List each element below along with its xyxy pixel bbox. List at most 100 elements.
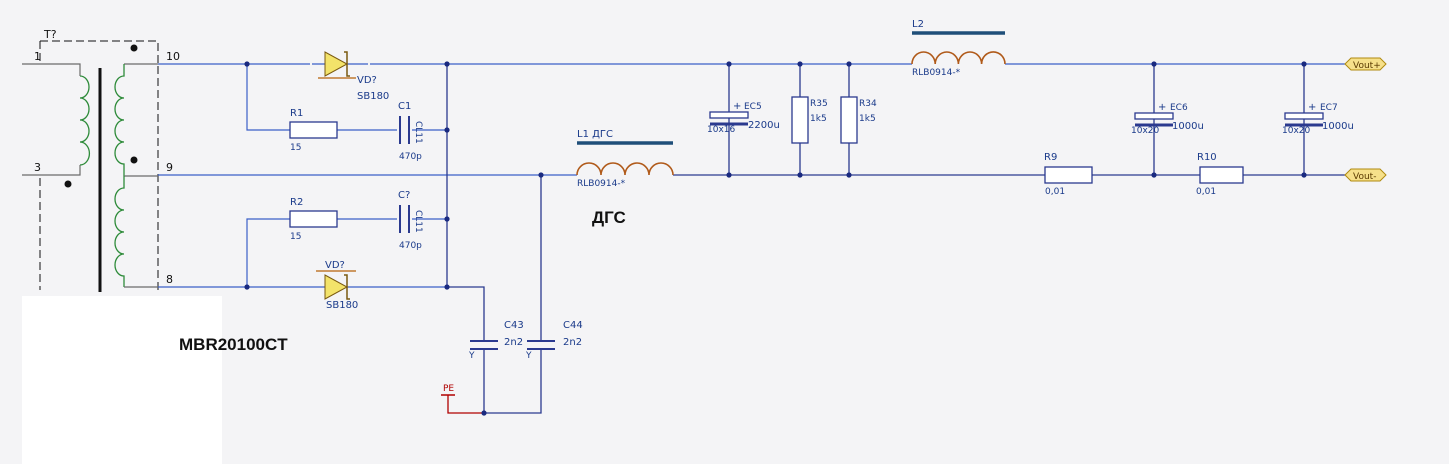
ecap-value: 1000u [1172,121,1204,132]
wire-snubber1-left [246,64,290,131]
capacitor-ec5: + EC5 10x16 2200u [707,101,780,135]
capacitor-c43: C43 2n2 Y [468,320,524,361]
capacitor-ec6: + EC6 10x20 1000u [1131,102,1204,136]
ecap-value: 2200u [748,120,780,131]
port-shape [1344,57,1387,71]
resistor-r34: R34 1k5 [840,96,877,144]
ecap-size: 10x20 [1282,126,1311,136]
pin-8: 8 [166,273,173,286]
resistor-value: 1k5 [859,114,876,124]
junction [244,61,250,67]
diode-part: SB180 [326,300,358,311]
ecap-plate-plus [709,111,749,119]
capacitor-type: CL11 [413,121,423,144]
inductor-coil [576,162,674,176]
junction [1301,61,1307,67]
capacitor-ref: C44 [563,320,583,331]
capacitor-type: Y [525,351,532,361]
ecap-plus-sign: + [1158,102,1166,113]
capacitor-value: 2n2 [563,337,582,348]
junction [1151,172,1157,178]
inductor-part: RLB0914-* [577,179,626,189]
junction [1301,172,1307,178]
resistor-value: 0,01 [1045,187,1065,197]
annotation-dgs: ДГС [592,208,626,227]
inductor-coil [911,51,1006,65]
pin-10: 10 [166,50,180,63]
junction [444,216,450,222]
primary-lead-bottom [22,165,81,176]
resistor-ref: R9 [1044,152,1057,163]
resistor-r9: R9 0,01 [1044,152,1093,197]
resistor-body [840,96,858,144]
inductor-ref: L1 ДГС [577,129,613,140]
pin-3: 3 [34,161,41,174]
resistor-body [289,210,338,228]
port-label: Vout+ [1353,61,1381,71]
secondary-winding-upper [114,64,125,176]
diode-ref: VD? [325,260,345,271]
resistor-r35: R35 1k5 [791,96,828,144]
capacitor-ref: C? [398,190,410,201]
capacitor-c44: C44 2n2 Y [525,320,583,361]
resistor-body [1044,166,1093,184]
wire-c43-top [447,286,485,340]
diode-symbol [324,51,349,77]
resistor-body [289,121,338,139]
ecap-ref: EC7 [1320,103,1338,113]
resistor-body [1199,166,1244,184]
junction [846,172,852,178]
ecap-size: 10x20 [1131,126,1160,136]
port-shape [1344,168,1387,182]
port-vout-plus: Vout+ [1344,57,1387,71]
port-vout-minus: Vout- [1344,168,1387,182]
inductor-l2: L2 RLB0914-* [911,19,1006,78]
transformer-outline [40,40,159,66]
ecap-ref: EC6 [1170,103,1188,113]
ecap-plus-sign: + [733,101,741,112]
transformer-t: T? 1 3 10 9 8 [22,28,180,292]
wire-y-caps-bottom [483,350,542,414]
junction [244,284,250,290]
wire-pe [447,395,484,414]
secondary-winding-lower [114,176,125,287]
resistor-ref: R1 [290,108,303,119]
resistor-value: 15 [290,143,301,153]
ground-pe: PE [441,384,455,396]
port-label: Vout- [1353,172,1376,182]
secondary-phase-dot-2 [130,156,138,164]
junction [444,61,450,67]
junction [1151,61,1157,67]
resistor-value: 1k5 [810,114,827,124]
resistor-ref: R10 [1197,152,1217,163]
capacitor-value: 2n2 [504,337,523,348]
resistor-r10: R10 0,01 [1196,152,1244,197]
diode-ref: VD? [357,75,377,86]
junction [726,172,732,178]
junction [846,61,852,67]
ecap-plate-plus [1134,112,1174,120]
resistor-ref: R2 [290,197,303,208]
pin-1: 1 [34,50,41,63]
pe-label: PE [443,384,454,394]
annotation-mbr: MBR20100CT [179,335,288,354]
capacitor-type: Y [468,351,475,361]
junction [538,172,544,178]
secondary-phase-dot-1 [130,44,138,52]
junction [444,284,450,290]
capacitor-c1: C1 CL11 470p [398,101,423,162]
resistor-r2: R2 15 [289,197,338,242]
capacitor-type: CL11 [413,210,423,233]
diode-symbol [324,274,349,300]
pin-9: 9 [166,161,173,174]
resistor-value: 15 [290,232,301,242]
capacitor-c2: C? CL11 470p [398,190,423,251]
primary-phase-dot [64,180,72,188]
transformer-ref: T? [43,28,57,41]
inductor-part: RLB0914-* [912,68,961,78]
capacitor-ref: C1 [398,101,411,112]
junction [797,61,803,67]
capacitor-ref: C43 [504,320,524,331]
ecap-ref: EC5 [744,102,762,112]
